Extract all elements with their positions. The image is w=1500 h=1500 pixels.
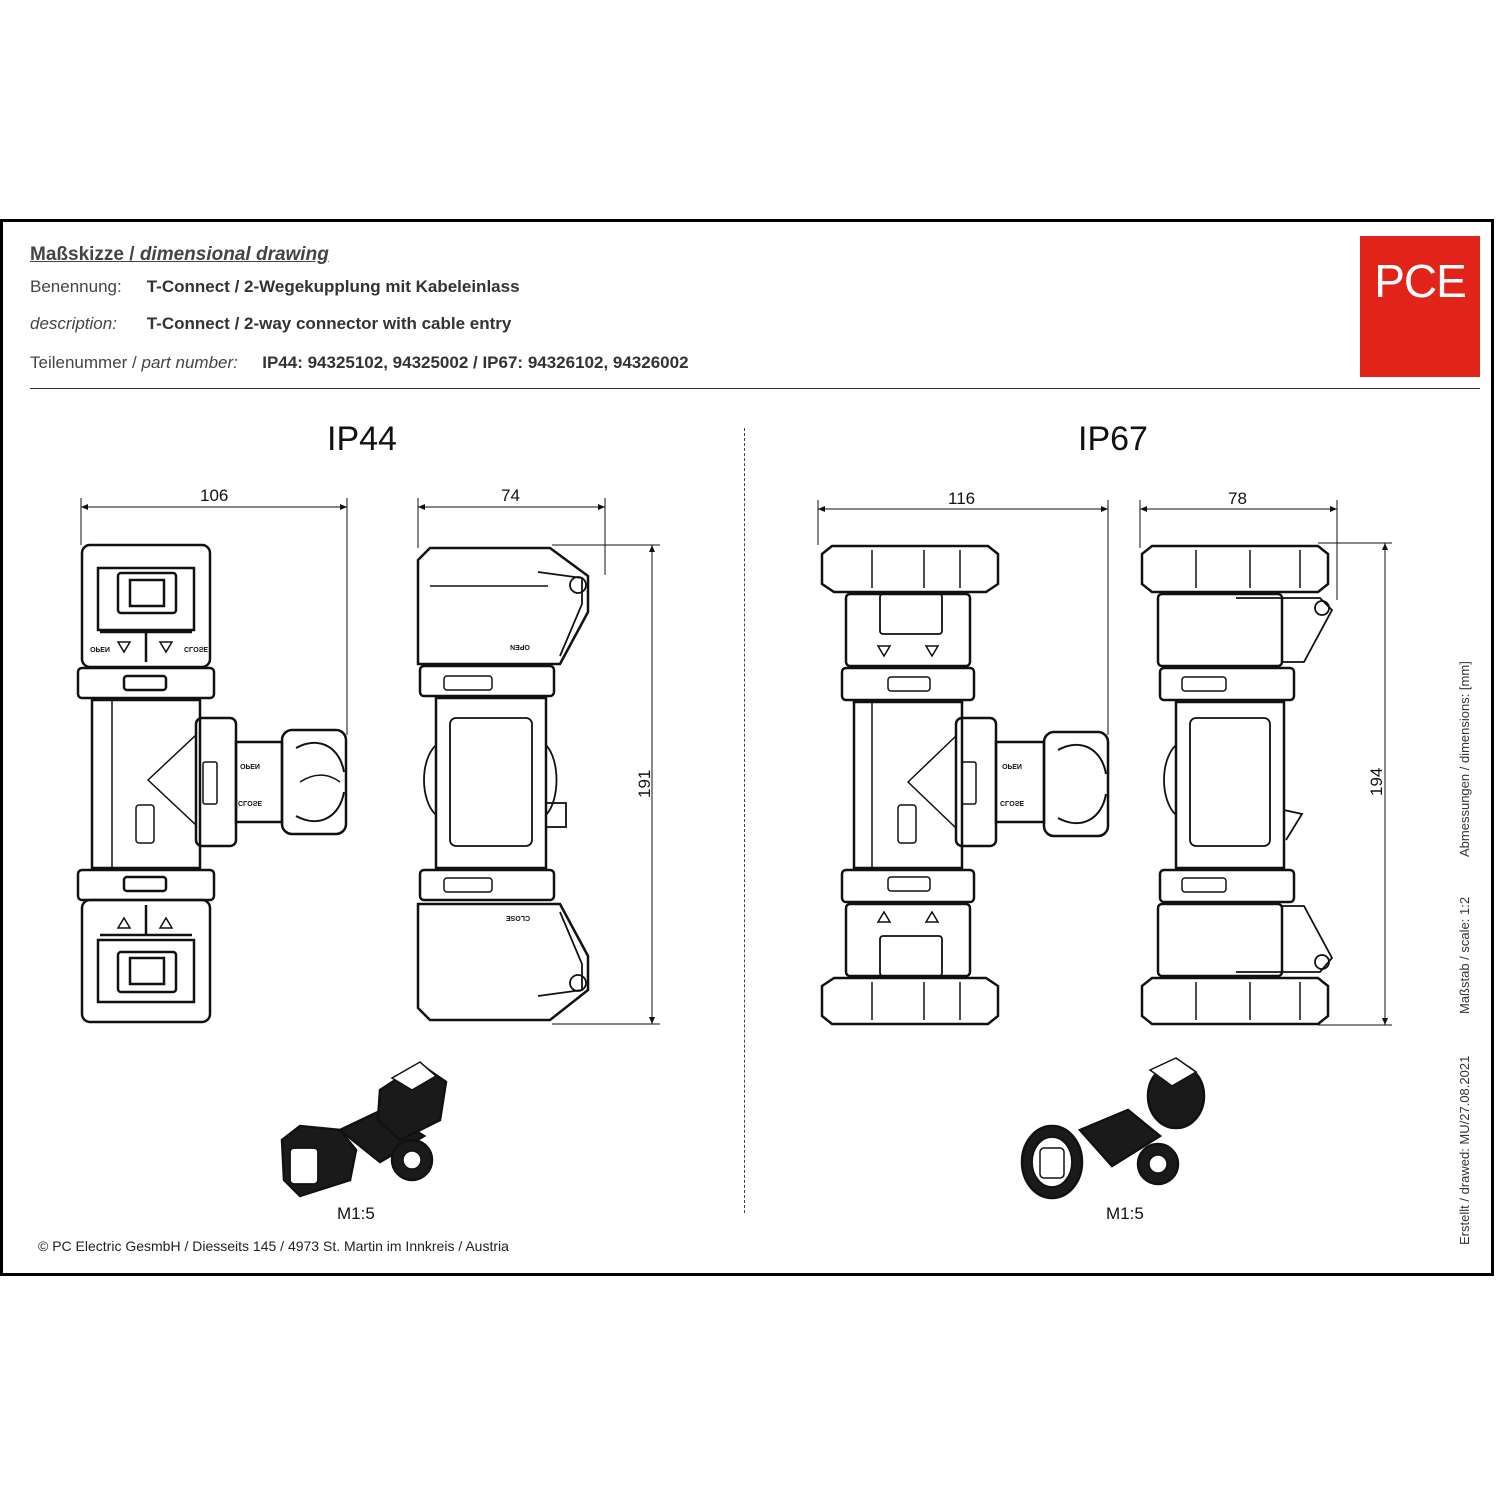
ip44-front-open-label: OPEN bbox=[90, 645, 110, 652]
copyright-footer: © PC Electric GesmbH / Diesseits 145 / 4… bbox=[38, 1238, 509, 1254]
ip44-height-dim: 191 bbox=[635, 770, 654, 798]
ip44-title: IP44 bbox=[327, 420, 397, 458]
ip44-front-width-dim: 106 bbox=[200, 486, 228, 505]
ip44-gland-close-label: CLOSE bbox=[238, 799, 262, 806]
ip67-gland-open-label: OPEN bbox=[1002, 762, 1022, 769]
ip67-iso-scale: M1:5 bbox=[1106, 1204, 1144, 1223]
ip44-isometric-view bbox=[280, 1061, 448, 1198]
ip67-gland-close-label: CLOSE bbox=[1000, 799, 1024, 806]
drawing-sheet-border bbox=[0, 219, 1494, 1276]
part-number-value: IP44: 94325102, 94325002 / IP67: 9432610… bbox=[262, 353, 689, 372]
ip67-side-view bbox=[1140, 544, 1334, 1026]
designation-label: Benennung: bbox=[30, 277, 122, 296]
title-block-sidebar: Abmessungen / dimensions: [mm] Maßstab /… bbox=[1420, 635, 1500, 1265]
ip67-height-dim: 194 bbox=[1367, 768, 1386, 796]
sidebar-scale: Maßstab / scale: 1:2 bbox=[1457, 896, 1472, 1014]
designation-value: T-Connect / 2-Wegekupplung mit Kabeleinl… bbox=[146, 277, 520, 296]
ip44-side-open-label: OPEN bbox=[510, 643, 530, 650]
ip44-front-view bbox=[76, 543, 348, 1024]
ip44-front-close-label: CLOSE bbox=[184, 645, 208, 652]
part-number-row: Teilenummer / part number: IP44: 9432510… bbox=[30, 353, 689, 373]
ip44-iso-scale: M1:5 bbox=[337, 1204, 375, 1223]
description-value: T-Connect / 2-way connector with cable e… bbox=[146, 314, 512, 333]
sidebar-dimensions: Abmessungen / dimensions: [mm] bbox=[1457, 661, 1472, 857]
ip44-gland-open-label: OPEN bbox=[240, 762, 260, 769]
ip67-side-width-dim: 78 bbox=[1228, 489, 1247, 508]
ip67-front-view bbox=[820, 544, 1110, 1026]
drawing-title: Maßskizze / dimensional drawing bbox=[30, 244, 329, 266]
ip44-side-close-label: CLOSE bbox=[506, 914, 530, 921]
designation-row: Benennung: T-Connect / 2-Wegekupplung mi… bbox=[30, 277, 520, 297]
ip44-side-width-dim: 74 bbox=[501, 486, 520, 505]
part-label-german: Teilenummer / bbox=[30, 353, 142, 372]
title-english: dimensional drawing bbox=[139, 244, 329, 265]
section-divider bbox=[744, 428, 745, 1213]
ip67-title: IP67 bbox=[1078, 420, 1148, 458]
sidebar-drawn: Erstellt / drawed: MU/27.08.2021 bbox=[1457, 1055, 1472, 1245]
ip67-front-width-dim: 116 bbox=[948, 489, 975, 508]
description-label: description: bbox=[30, 314, 117, 333]
ip44-side-view bbox=[416, 546, 590, 1022]
header-divider bbox=[30, 388, 1480, 389]
logo-text: PCE bbox=[1374, 255, 1467, 307]
ip67-isometric-view bbox=[1020, 1057, 1206, 1200]
pce-logo: PCE bbox=[1360, 236, 1480, 377]
part-label-english: part number: bbox=[141, 353, 238, 372]
title-german: Maßskizze / bbox=[30, 244, 140, 265]
description-row: description: T-Connect / 2-way connector… bbox=[30, 314, 511, 334]
dimension-lines bbox=[80, 498, 1392, 1026]
